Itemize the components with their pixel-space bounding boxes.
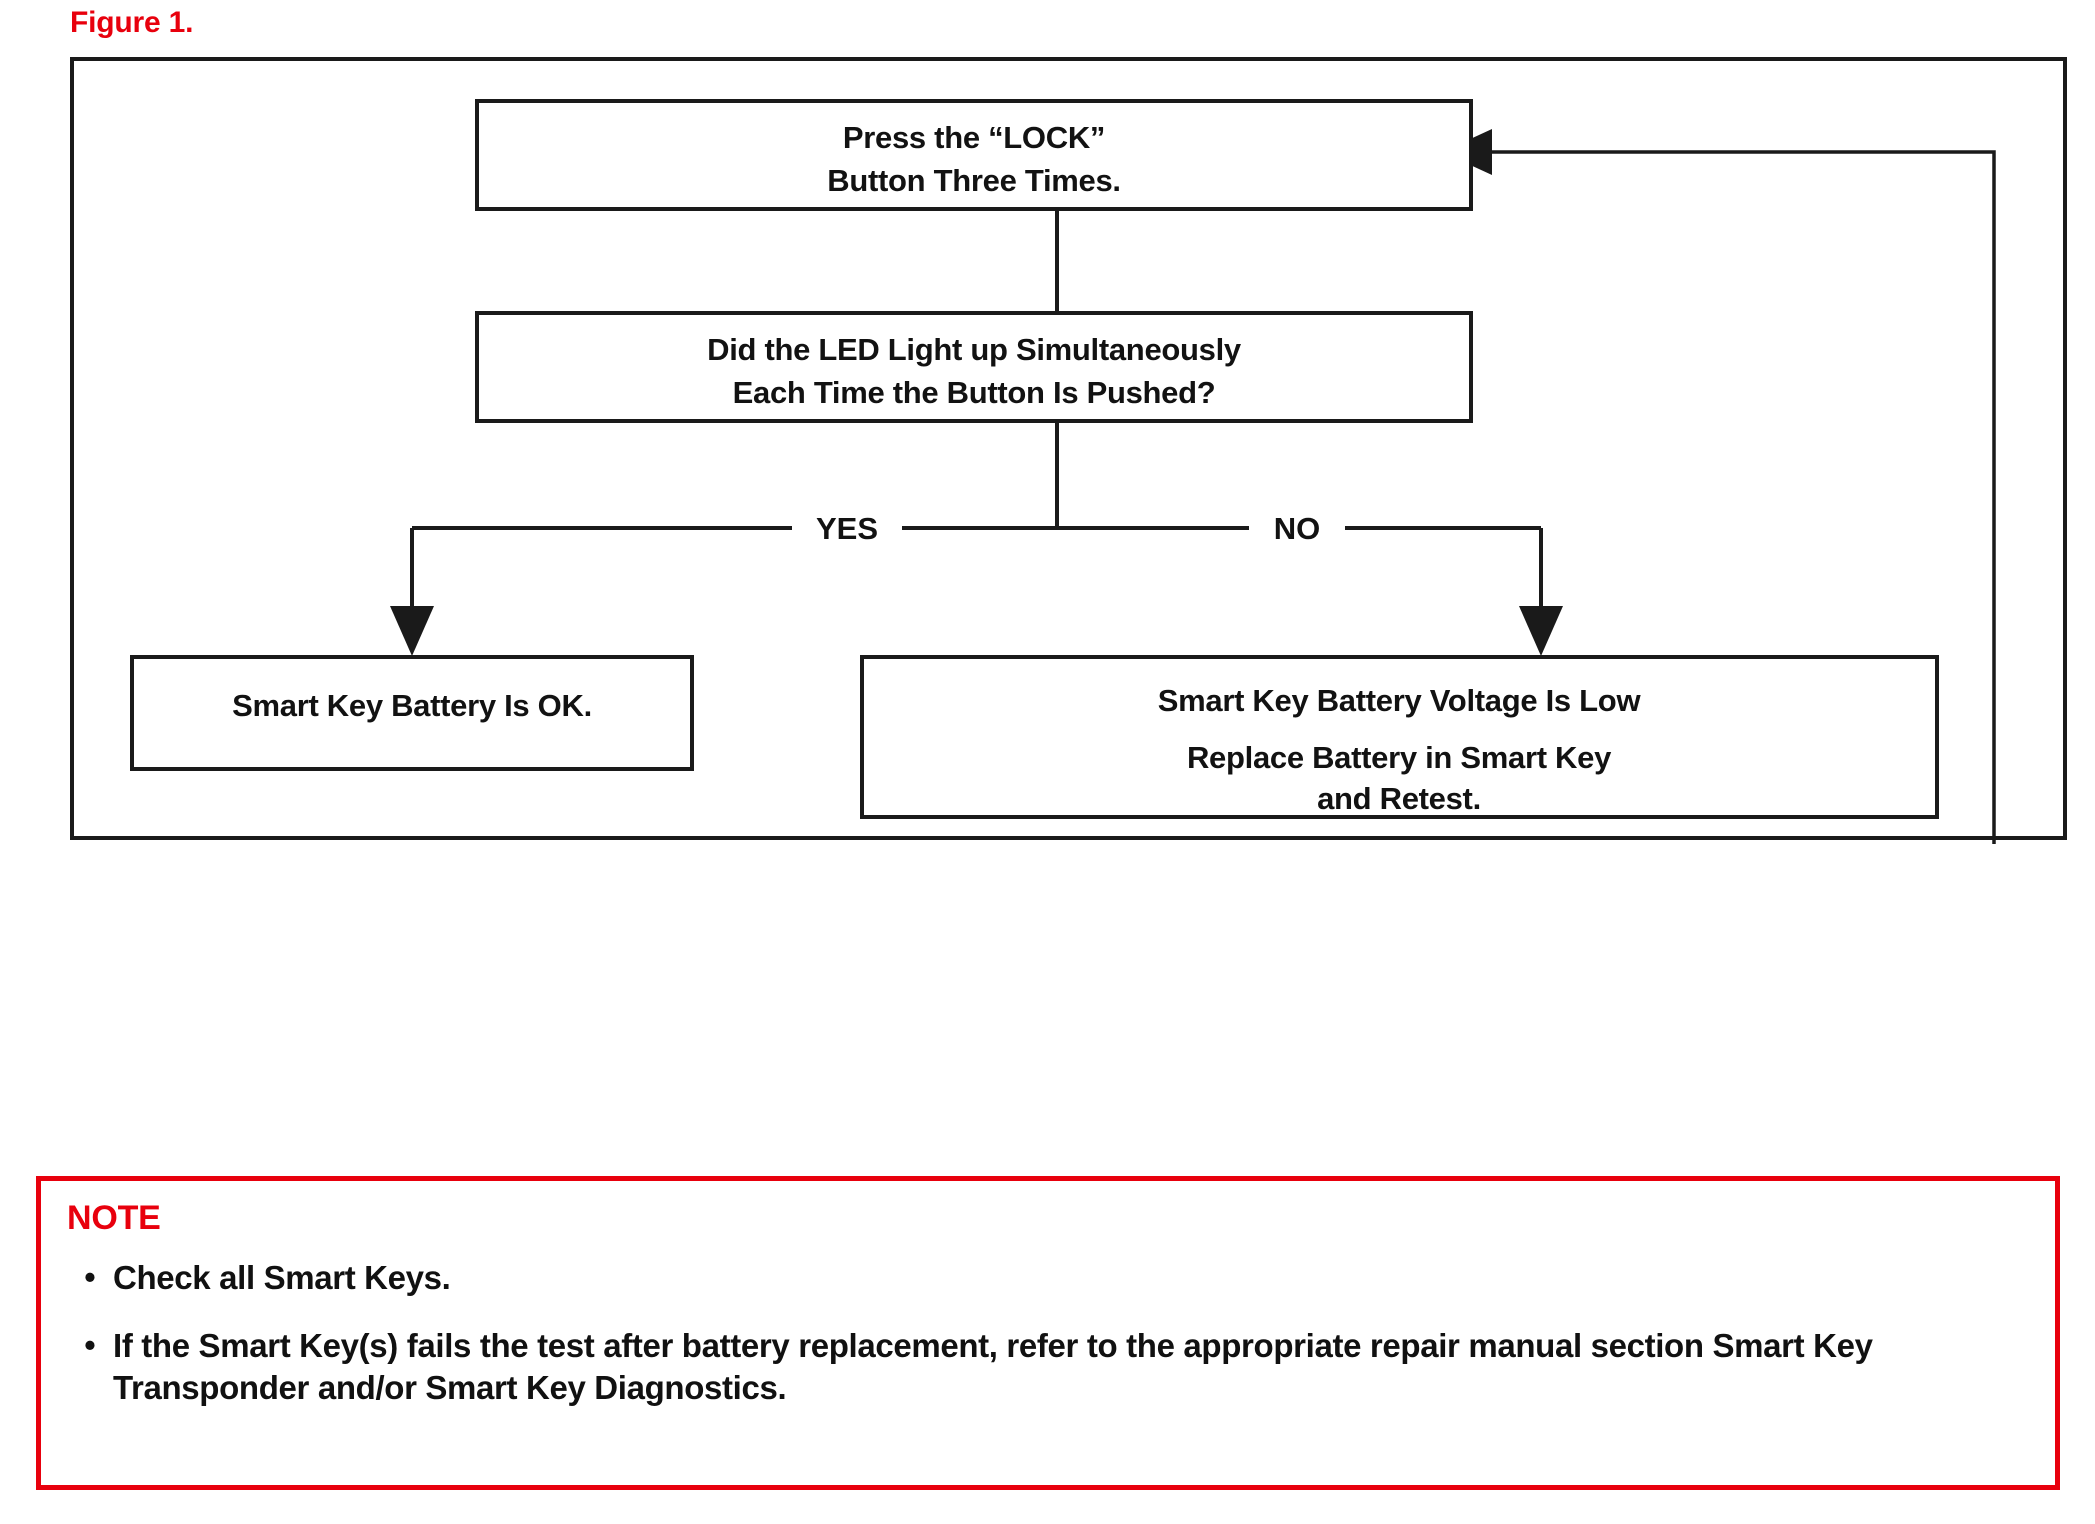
note-bullet-icon: • bbox=[84, 1327, 96, 1364]
connector-retest-feedback-loop bbox=[1471, 150, 1996, 844]
led-question-box bbox=[475, 311, 1473, 423]
press-lock-button-line-1: Press the “LOCK” bbox=[843, 120, 1105, 155]
note-item-text: Check all Smart Keys. bbox=[113, 1259, 451, 1296]
battery-low-line-3: and Retest. bbox=[1317, 781, 1481, 816]
led-question-line-1: Did the LED Light up Simultaneously bbox=[707, 332, 1242, 367]
led-question-node: Did the LED Light up Simultaneously Each… bbox=[475, 311, 1473, 423]
battery-low-line-2: Replace Battery in Smart Key bbox=[1187, 740, 1612, 775]
battery-low-box bbox=[860, 655, 1939, 819]
press-lock-button-node: Press the “LOCK” Button Three Times. bbox=[475, 99, 1473, 211]
battery-low-line-1: Smart Key Battery Voltage Is Low bbox=[1158, 683, 1642, 718]
note-list-item: • If the Smart Key(s) fails the test aft… bbox=[67, 1325, 2027, 1409]
battery-ok-box bbox=[130, 655, 694, 771]
press-lock-button-box bbox=[475, 99, 1473, 211]
note-bullet-icon: • bbox=[84, 1259, 96, 1295]
note-title: NOTE bbox=[67, 1199, 161, 1237]
battery-ok-line-1: Smart Key Battery Is OK. bbox=[232, 688, 592, 723]
arrowhead-yes bbox=[390, 606, 434, 656]
led-question-line-2: Each Time the Button Is Pushed? bbox=[733, 375, 1216, 410]
figure-frame: YES NO Press the “LOCK” Button Three Tim… bbox=[70, 57, 2067, 844]
note-list-item: • Check all Smart Keys. bbox=[67, 1257, 2027, 1299]
figure-label: Figure 1. bbox=[70, 6, 194, 39]
flowchart-diagram: YES NO Press the “LOCK” Button Three Tim… bbox=[130, 99, 1996, 844]
branch-label-yes: YES bbox=[816, 511, 878, 546]
note-callout: NOTE • Check all Smart Keys. • If the Sm… bbox=[36, 1176, 2060, 1490]
press-lock-button-line-2: Button Three Times. bbox=[827, 163, 1120, 198]
battery-low-node: Smart Key Battery Voltage Is Low Replace… bbox=[860, 655, 1939, 819]
arrowhead-no bbox=[1519, 606, 1563, 656]
battery-ok-node: Smart Key Battery Is OK. bbox=[130, 655, 694, 771]
branch-label-no: NO bbox=[1274, 511, 1321, 546]
note-item-text: If the Smart Key(s) fails the test after… bbox=[113, 1327, 1873, 1407]
note-item-list: • Check all Smart Keys. • If the Smart K… bbox=[67, 1257, 2027, 1436]
